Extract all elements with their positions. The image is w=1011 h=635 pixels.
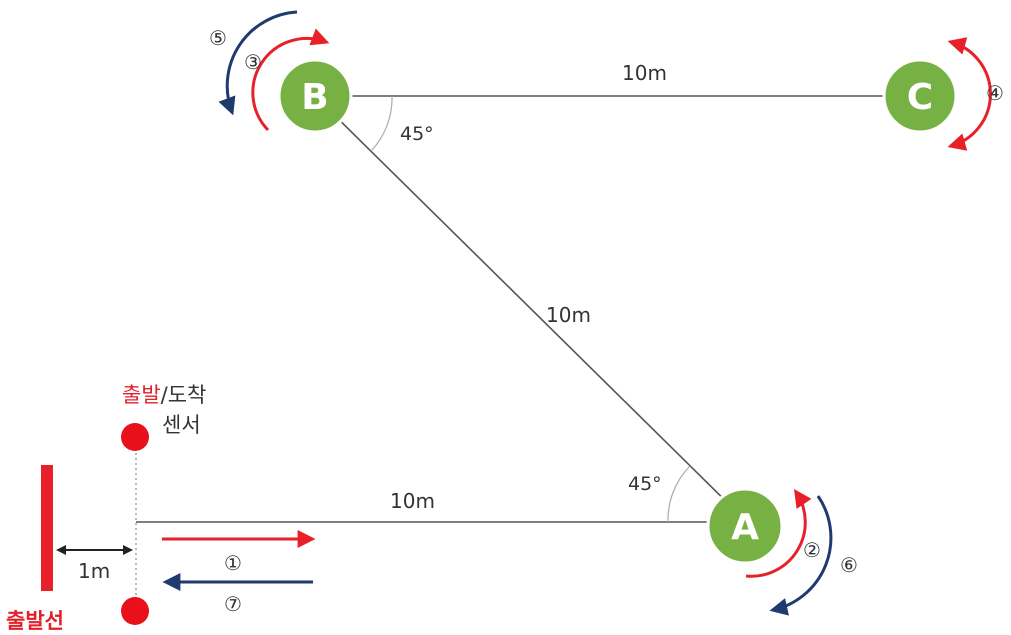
start-line-bar bbox=[41, 465, 53, 591]
path-line-b-a bbox=[314, 95, 746, 521]
step-label-2: ② bbox=[803, 538, 821, 562]
sensor-label-finish: 도착 bbox=[168, 383, 207, 407]
angle-arc-a bbox=[667, 465, 691, 523]
node-a: A bbox=[706, 487, 784, 565]
angle-arc-b bbox=[371, 95, 393, 151]
angle-label-a: 45° bbox=[628, 473, 662, 495]
step-label-7: ⑦ bbox=[224, 592, 242, 616]
step-label-6: ⑥ bbox=[840, 553, 858, 577]
sensor-dot-top bbox=[121, 423, 149, 451]
step-label-4: ④ bbox=[986, 81, 1004, 105]
sensor-label-start: 출발 bbox=[122, 383, 161, 407]
angle-label-b: 45° bbox=[400, 123, 434, 145]
sensor-label: 출발/도착 bbox=[122, 383, 206, 407]
start-line-label: 출발선 bbox=[6, 609, 64, 633]
rotation-arrow-red-b bbox=[251, 28, 330, 132]
node-b-label: B bbox=[301, 77, 328, 118]
step-label-1: ① bbox=[224, 551, 242, 575]
rotation-arrow-red-a bbox=[745, 489, 812, 578]
node-c: C bbox=[882, 58, 958, 134]
step-label-3: ③ bbox=[244, 50, 262, 74]
distance-label-ab: 10m bbox=[546, 303, 591, 327]
node-a-label: A bbox=[731, 507, 759, 548]
node-c-label: C bbox=[907, 77, 933, 118]
sensor-label-line2: 센서 bbox=[162, 413, 201, 437]
node-b: B bbox=[277, 58, 353, 134]
distance-label-bc: 10m bbox=[622, 61, 667, 85]
rotation-arrow-red-c bbox=[947, 37, 992, 151]
distance-label-1m: 1m bbox=[78, 559, 110, 583]
step-label-5: ⑤ bbox=[209, 26, 227, 50]
rotation-arrow-navy-a bbox=[769, 495, 833, 616]
distance-label-start-a: 10m bbox=[390, 489, 435, 513]
sensor-dot-bottom bbox=[121, 597, 149, 625]
rotation-arrow-navy-b bbox=[218, 10, 298, 116]
sensor-label-separator: / bbox=[161, 383, 169, 407]
